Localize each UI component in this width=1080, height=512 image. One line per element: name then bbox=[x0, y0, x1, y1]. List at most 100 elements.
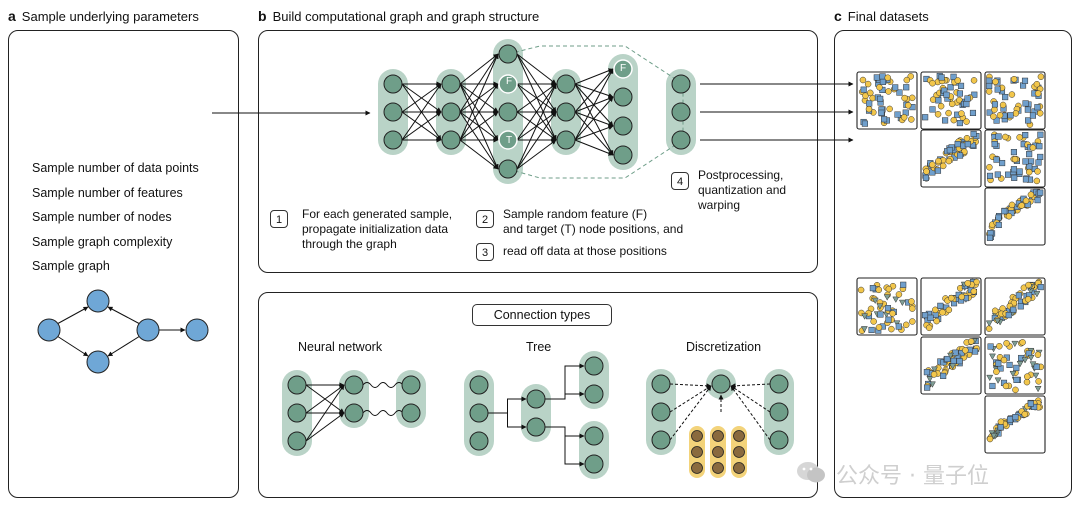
data-point bbox=[1023, 373, 1031, 380]
data-point bbox=[895, 323, 902, 330]
data-point bbox=[1022, 158, 1029, 165]
data-point bbox=[1031, 403, 1038, 410]
connection-types-drawings bbox=[282, 351, 794, 479]
step-line: read off data at those positions bbox=[503, 244, 667, 258]
data-point bbox=[1025, 168, 1033, 176]
step-2-number: 2 bbox=[476, 210, 494, 228]
data-point bbox=[862, 92, 869, 100]
data-point bbox=[1011, 174, 1018, 181]
data-point bbox=[923, 369, 930, 376]
tree-edge bbox=[488, 412, 527, 430]
discrete-value bbox=[733, 430, 745, 442]
data-point bbox=[869, 285, 876, 292]
data-point bbox=[888, 325, 895, 333]
panel-a-letter: a bbox=[8, 8, 16, 24]
step-1-number: 1 bbox=[270, 210, 288, 228]
nn-edge bbox=[305, 412, 345, 442]
discretization-edge bbox=[669, 385, 712, 413]
data-point bbox=[885, 316, 892, 323]
data-point bbox=[925, 324, 933, 332]
graph-node bbox=[498, 159, 518, 179]
data-point bbox=[896, 89, 903, 96]
data-point bbox=[963, 134, 971, 142]
data-point bbox=[892, 84, 899, 91]
data-point bbox=[1032, 372, 1040, 380]
data-point bbox=[956, 358, 963, 365]
data-point bbox=[991, 307, 999, 315]
data-point bbox=[1035, 159, 1042, 166]
graph-node bbox=[613, 87, 633, 107]
data-point bbox=[1008, 201, 1016, 209]
discretization-edge bbox=[730, 385, 771, 413]
data-point bbox=[999, 159, 1006, 167]
graph-node bbox=[556, 102, 576, 122]
graph-edge bbox=[574, 68, 614, 141]
feature-node bbox=[498, 74, 518, 94]
data-point bbox=[885, 88, 892, 95]
data-point bbox=[1027, 400, 1034, 407]
data-point bbox=[1019, 339, 1026, 346]
graph-edge bbox=[459, 53, 499, 141]
data-point bbox=[865, 105, 873, 113]
step-line: and target (T) node positions, and bbox=[503, 222, 684, 236]
data-point bbox=[986, 172, 994, 179]
discretization-edge bbox=[730, 385, 771, 441]
wavy-edge bbox=[362, 410, 404, 416]
data-point bbox=[997, 424, 1004, 431]
data-point bbox=[995, 360, 1002, 367]
discretization-node bbox=[711, 374, 731, 394]
graph-node bbox=[441, 102, 461, 122]
graph-edge bbox=[516, 111, 557, 170]
data-point bbox=[903, 76, 911, 84]
data-point bbox=[1001, 208, 1008, 215]
target-node-label: T bbox=[505, 135, 513, 146]
data-point bbox=[995, 221, 1002, 229]
data-point bbox=[945, 109, 952, 117]
data-point bbox=[929, 106, 936, 113]
step-3-number: 3 bbox=[476, 243, 494, 261]
data-point bbox=[907, 73, 914, 80]
graph-node bbox=[498, 102, 518, 122]
data-point bbox=[1029, 361, 1037, 368]
data-point bbox=[1002, 382, 1010, 390]
data-point bbox=[1003, 340, 1010, 347]
data-point bbox=[937, 302, 944, 309]
data-point bbox=[1007, 112, 1014, 119]
nn-edge bbox=[305, 384, 345, 442]
graph-edge bbox=[459, 53, 499, 85]
sample-graph-node bbox=[86, 350, 110, 374]
step-4-number: 4 bbox=[671, 172, 689, 190]
graph-edge bbox=[459, 53, 499, 113]
data-point bbox=[892, 296, 900, 303]
panel-a-title-text: Sample underlying parameters bbox=[21, 9, 199, 24]
data-point bbox=[929, 96, 937, 103]
graph-node bbox=[671, 102, 691, 122]
graph-edge bbox=[574, 68, 614, 113]
data-point bbox=[1022, 197, 1030, 204]
nn-node bbox=[344, 403, 364, 423]
data-point bbox=[986, 435, 994, 443]
data-point bbox=[1016, 361, 1024, 368]
data-point bbox=[994, 377, 1002, 384]
graph-edge bbox=[516, 83, 557, 170]
sample-graph-edge bbox=[107, 306, 141, 325]
data-point bbox=[1037, 131, 1044, 138]
data-point bbox=[986, 82, 993, 90]
parameter-list: Sample number of data points Sample numb… bbox=[32, 156, 199, 279]
data-point bbox=[939, 162, 947, 170]
data-point bbox=[860, 86, 867, 93]
discretization-node bbox=[651, 402, 671, 422]
data-point bbox=[1037, 153, 1044, 160]
data-point bbox=[1012, 110, 1020, 117]
parameter-item: Sample number of nodes bbox=[32, 210, 172, 224]
data-point bbox=[1010, 166, 1018, 173]
data-point bbox=[860, 326, 868, 333]
data-point bbox=[986, 77, 993, 84]
data-point bbox=[867, 89, 874, 97]
graph-node bbox=[441, 74, 461, 94]
tree-node bbox=[584, 384, 604, 404]
data-point bbox=[930, 371, 938, 378]
data-point bbox=[947, 352, 954, 360]
data-point bbox=[952, 349, 959, 356]
